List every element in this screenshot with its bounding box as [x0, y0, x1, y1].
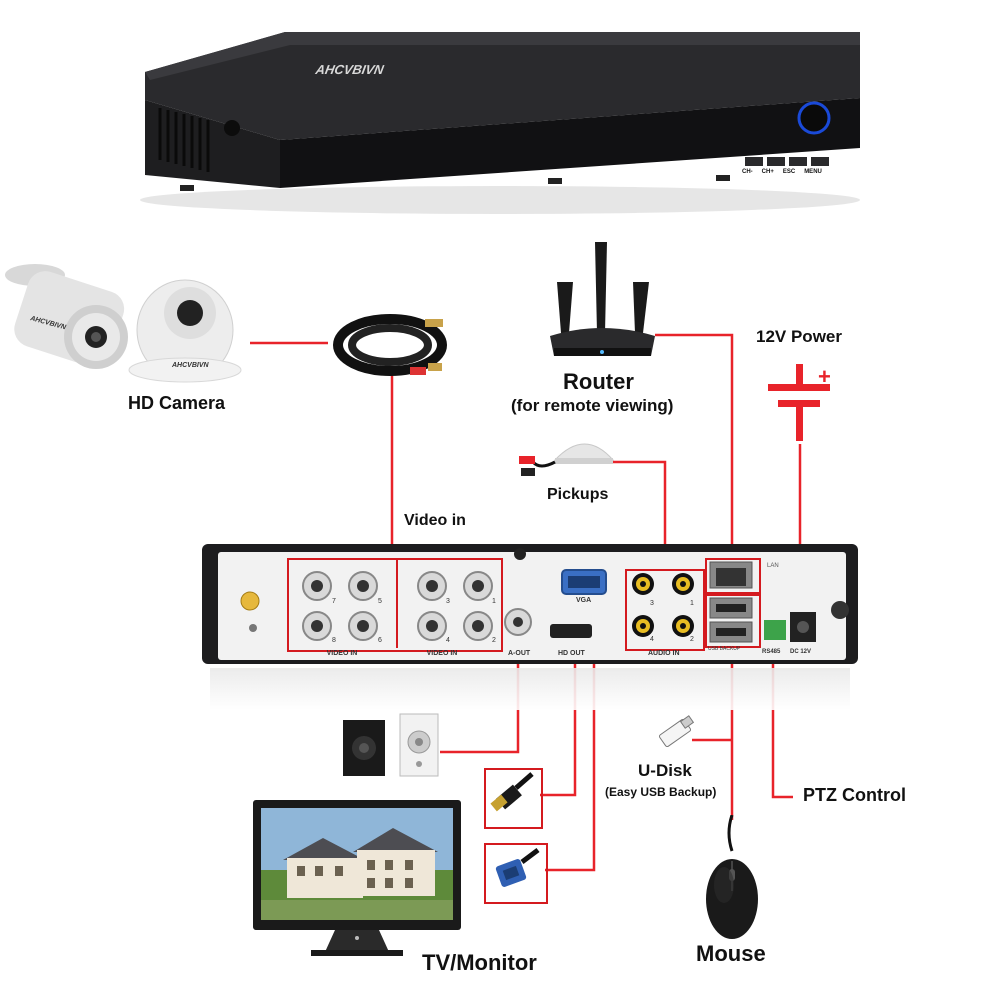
hdmi-connector-icon [490, 772, 534, 812]
u-disk-image [658, 715, 695, 748]
video-in-right-num-1: 1 [492, 598, 496, 605]
video-in-right-num-0: 3 [446, 598, 450, 605]
u-disk-label: U-Disk [638, 761, 692, 780]
audio-in-num-0: 3 [650, 600, 654, 607]
monitor-label: TV/Monitor [422, 950, 537, 975]
speakers-image [343, 713, 439, 777]
audio-in-num-1: 1 [690, 600, 694, 607]
button-esc: ESC [782, 169, 796, 175]
button-ch-plus: CH+ [761, 169, 774, 175]
rs485-label: RS485 [762, 649, 781, 655]
video-in-box-divider [396, 560, 398, 648]
ptz-label: PTZ Control [803, 785, 906, 805]
button-ch-minus: CH- [742, 169, 753, 175]
dc-label: DC 12V [790, 649, 812, 655]
mouse-image [706, 815, 758, 939]
video-in-right-num-3: 2 [492, 637, 496, 644]
video-in-left-num-1: 5 [378, 598, 382, 605]
hd-camera-label: HD Camera [128, 393, 226, 413]
rear-panel-details [240, 548, 849, 643]
dvr-brand: AHCVBIVN [313, 62, 385, 77]
router-label: Router [563, 369, 634, 394]
usb-port-label: USB BACKUP [708, 646, 741, 652]
audio-in-num-3: 2 [690, 636, 694, 643]
u-disk-sublabel: (Easy USB Backup) [605, 785, 717, 799]
audio-in-num-2: 4 [650, 636, 654, 643]
video-in-right-label: VIDEO IN [426, 650, 458, 657]
audio-in-label: AUDIO IN [648, 650, 680, 657]
lan-box [705, 558, 761, 594]
audio-in-box [625, 569, 705, 651]
monitor-image [253, 800, 461, 956]
router-image [550, 242, 655, 356]
video-in-left-label: VIDEO IN [326, 650, 358, 657]
button-menu: MENU [804, 169, 822, 175]
video-in-right-num-2: 4 [446, 637, 450, 644]
vga-cable-box [484, 843, 548, 904]
cable-image [333, 314, 447, 376]
video-in-left-num-2: 8 [332, 637, 336, 644]
hd-out-label: HD OUT [558, 650, 585, 657]
power-symbol: + [768, 364, 831, 441]
pickup-image [519, 443, 615, 476]
mouse-label: Mouse [696, 941, 766, 966]
video-in-label: Video in [404, 512, 466, 529]
dvr-front-image: AHCVBIVN [140, 32, 860, 214]
vga-connector-icon [495, 848, 540, 887]
router-sublabel: (for remote viewing) [511, 396, 674, 415]
video-in-box-left [287, 558, 503, 652]
video-in-left-num-0: 7 [332, 598, 336, 605]
video-in-left-num-3: 6 [378, 637, 382, 644]
usb-box [705, 594, 761, 648]
vga-label: VGA [576, 597, 592, 604]
hdmi-cable-box [484, 768, 543, 829]
hd-camera-image: AHCVBIVN AHCVBIVN [5, 264, 242, 383]
lan-port-label: LAN [767, 563, 779, 569]
pickups-label: Pickups [547, 486, 609, 503]
dome-camera-brand: AHCVBIVN [171, 362, 210, 369]
a-out-label: A-OUT [508, 650, 531, 657]
panel-reflection [210, 668, 850, 710]
plus-sign: + [818, 364, 831, 389]
power-label: 12V Power [756, 327, 842, 346]
